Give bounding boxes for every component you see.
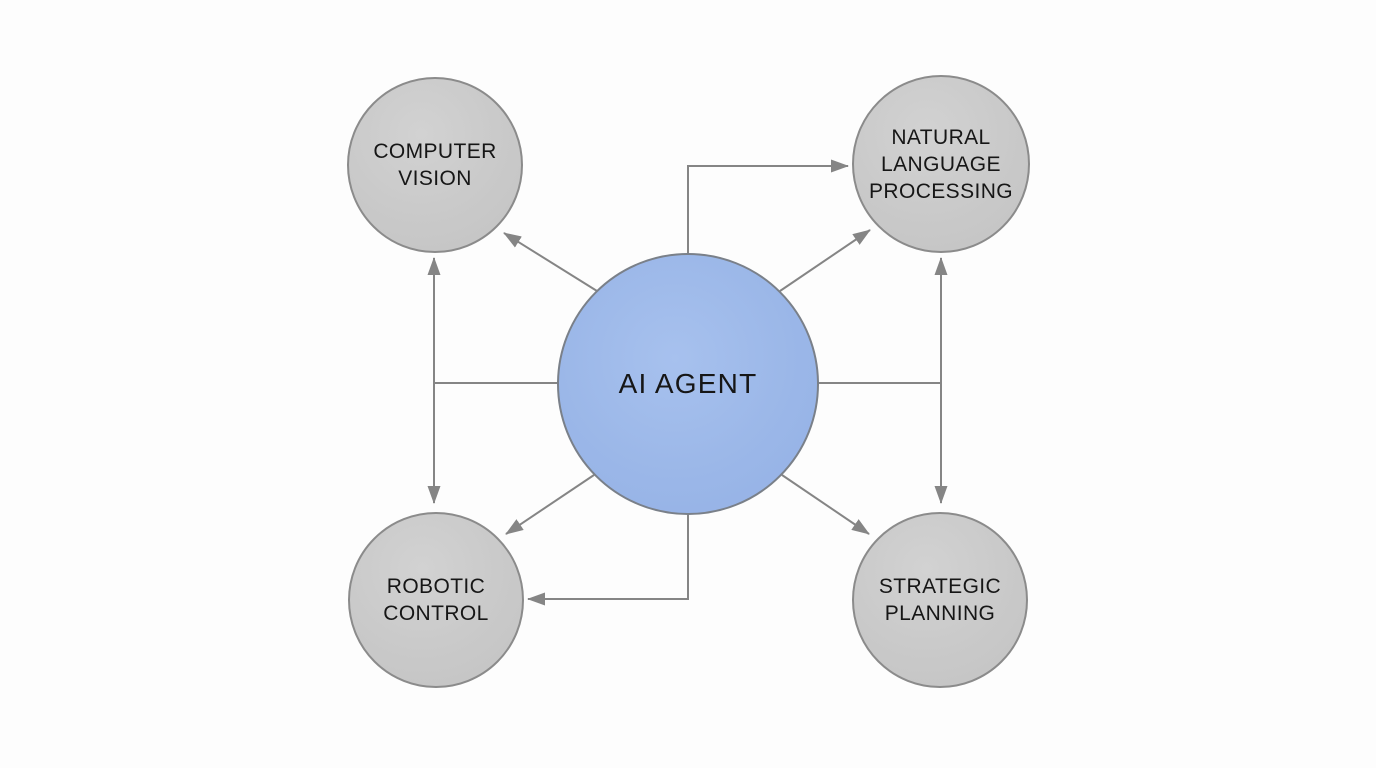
node-natural-language-processing: NATURAL LANGUAGE PROCESSING (852, 75, 1030, 253)
node-ai-agent: AI AGENT (557, 253, 819, 515)
node-label-ai-agent: AI AGENT (618, 368, 758, 399)
node-label-strategic-planning: STRATEGIC PLANNING (878, 575, 1002, 625)
edge-ai-to-robotic (505, 474, 595, 535)
node-strategic-planning: STRATEGIC PLANNING (852, 512, 1028, 688)
edge-ai-to-computer-vision (503, 232, 598, 292)
node-label-computer-vision: COMPUTER VISION (373, 140, 497, 190)
node-label-natural-language-processing: NATURAL LANGUAGE PROCESSING (868, 125, 1014, 203)
edge-ai-to-nlp (779, 229, 871, 292)
edge-ai-to-strategic (781, 474, 870, 535)
node-robotic-control: ROBOTIC CONTROL (348, 512, 524, 688)
node-label-robotic-control: ROBOTIC CONTROL (383, 575, 489, 625)
edge-ai-to-nlp-elbow (687, 159, 849, 254)
node-computer-vision: COMPUTER VISION (347, 77, 523, 253)
edge-ai-to-robotic-elbow (527, 514, 689, 606)
